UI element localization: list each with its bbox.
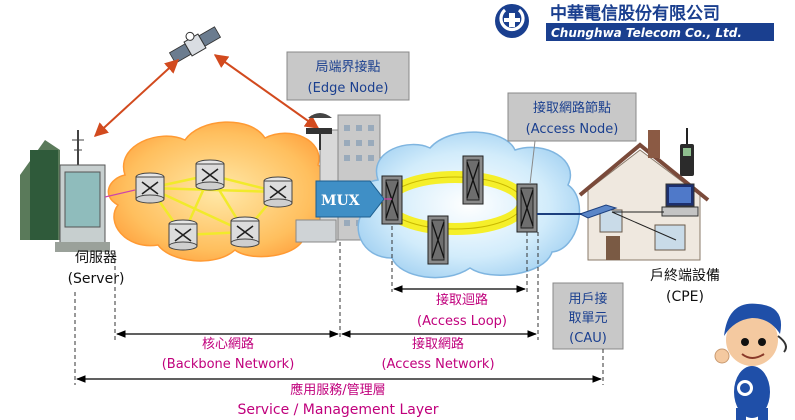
chunghwa-logo-icon <box>495 4 529 38</box>
access-node-label: 接取網路節點 (Access Node) <box>507 92 637 142</box>
svg-text:接取迴路: 接取迴路 <box>436 292 488 308</box>
switch-icon <box>381 175 403 225</box>
server-building-icon <box>20 130 110 252</box>
svg-text:伺服器: 伺服器 <box>75 250 117 266</box>
access-node-switch-icon <box>516 183 538 233</box>
switch-icon <box>427 215 449 265</box>
cau-device-icon <box>578 204 618 219</box>
svg-text:(Access Network): (Access Network) <box>381 357 494 372</box>
service-layer-label: 應用服務/管理層 Service / Management Layer <box>237 382 438 418</box>
svg-text:取單元: 取單元 <box>568 311 607 326</box>
svg-text:(CPE): (CPE) <box>666 289 704 305</box>
mux-box: MUX <box>315 180 385 218</box>
satellite-icon <box>168 26 222 64</box>
cpe-label: 戶終端設備 (CPE) <box>650 268 720 305</box>
svg-text:(CAU): (CAU) <box>569 331 607 346</box>
switch-icon <box>462 155 484 205</box>
access-network-label: 接取網路 (Access Network) <box>381 336 494 372</box>
edge-node-label: 局端界接點 (Edge Node) <box>286 51 410 101</box>
svg-text:局端界接點: 局端界接點 <box>315 59 380 75</box>
cau-label: 用戶接 取單元 (CAU) <box>552 282 624 350</box>
server-link <box>104 189 136 198</box>
svg-text:應用服務/管理層: 應用服務/管理層 <box>290 382 385 398</box>
mascot-icon <box>714 303 787 420</box>
access-cloud <box>357 131 581 279</box>
svg-text:用戶接: 用戶接 <box>568 291 607 307</box>
svg-text:(Access Node): (Access Node) <box>526 122 619 137</box>
guide-lines <box>74 226 604 385</box>
mux-label: MUX <box>321 193 360 209</box>
company-name-en: Chunghwa Telecom Co., Ltd. <box>551 26 742 40</box>
company-name-cn: 中華電信股份有限公司 <box>550 3 720 24</box>
dish-tower-icon <box>306 113 332 150</box>
router-icon <box>195 159 225 191</box>
satellite-link-server <box>93 59 180 137</box>
svg-text:(Access Loop): (Access Loop) <box>417 314 507 329</box>
access-loop-label: 接取迴路 (Access Loop) <box>417 292 507 329</box>
router-icon <box>135 172 165 204</box>
svg-text:(Server): (Server) <box>68 271 125 287</box>
router-icon <box>168 219 198 251</box>
svg-text:戶終端設備: 戶終端設備 <box>650 268 720 284</box>
svg-text:(Edge Node): (Edge Node) <box>308 81 389 96</box>
svg-text:Service / Management Layer: Service / Management Layer <box>237 402 438 418</box>
mobile-phone-icon <box>680 128 694 176</box>
svg-text:接取網路: 接取網路 <box>412 336 464 352</box>
server-label: 伺服器 (Server) <box>68 250 125 287</box>
company-name-band <box>546 23 774 41</box>
backbone-label: 核心網路 (Backbone Network) <box>162 336 295 372</box>
router-icon <box>230 216 260 248</box>
router-icon <box>263 176 293 208</box>
svg-text:核心網路: 核心網路 <box>202 336 254 352</box>
computer-icon <box>661 183 699 217</box>
satellite-link-edge <box>213 54 320 129</box>
svg-text:(Backbone Network): (Backbone Network) <box>162 357 295 372</box>
cpe-house-icon <box>578 130 710 261</box>
svg-text:接取網路節點: 接取網路節點 <box>533 100 611 116</box>
